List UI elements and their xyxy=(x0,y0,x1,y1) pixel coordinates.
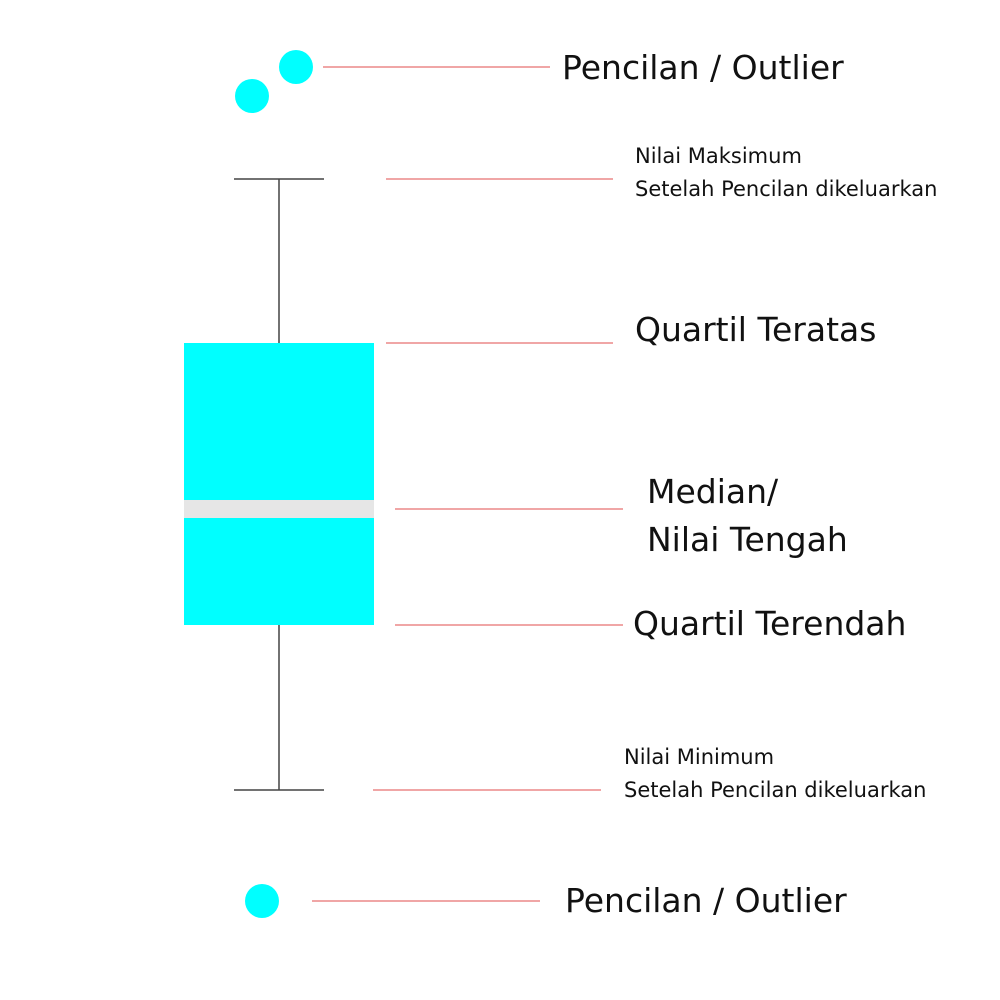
outlier-bottom-point xyxy=(245,884,279,918)
label-median-line1: Median/ xyxy=(647,472,779,511)
label-median: Median/ Nilai Tengah xyxy=(647,468,848,564)
label-lower-quartile: Quartil Terendah xyxy=(633,604,907,643)
label-max-line1: Nilai Maksimum xyxy=(635,144,802,168)
box-upper-half xyxy=(184,343,374,500)
outlier-top-point-2 xyxy=(235,79,269,113)
label-outlier-top: Pencilan / Outlier xyxy=(562,48,844,87)
median-band xyxy=(184,500,374,518)
label-max: Nilai Maksimum Setelah Pencilan dikeluar… xyxy=(635,140,937,206)
label-outlier-bottom: Pencilan / Outlier xyxy=(565,881,847,920)
label-min-line2: Setelah Pencilan dikeluarkan xyxy=(624,778,927,802)
box-lower-half xyxy=(184,518,374,625)
label-upper-quartile: Quartil Teratas xyxy=(635,310,877,349)
label-max-line2: Setelah Pencilan dikeluarkan xyxy=(635,177,938,201)
outlier-top-point-1 xyxy=(279,50,313,84)
label-min-line1: Nilai Minimum xyxy=(624,745,775,769)
label-median-line2: Nilai Tengah xyxy=(647,520,848,559)
label-min: Nilai Minimum Setelah Pencilan dikeluark… xyxy=(624,741,926,807)
